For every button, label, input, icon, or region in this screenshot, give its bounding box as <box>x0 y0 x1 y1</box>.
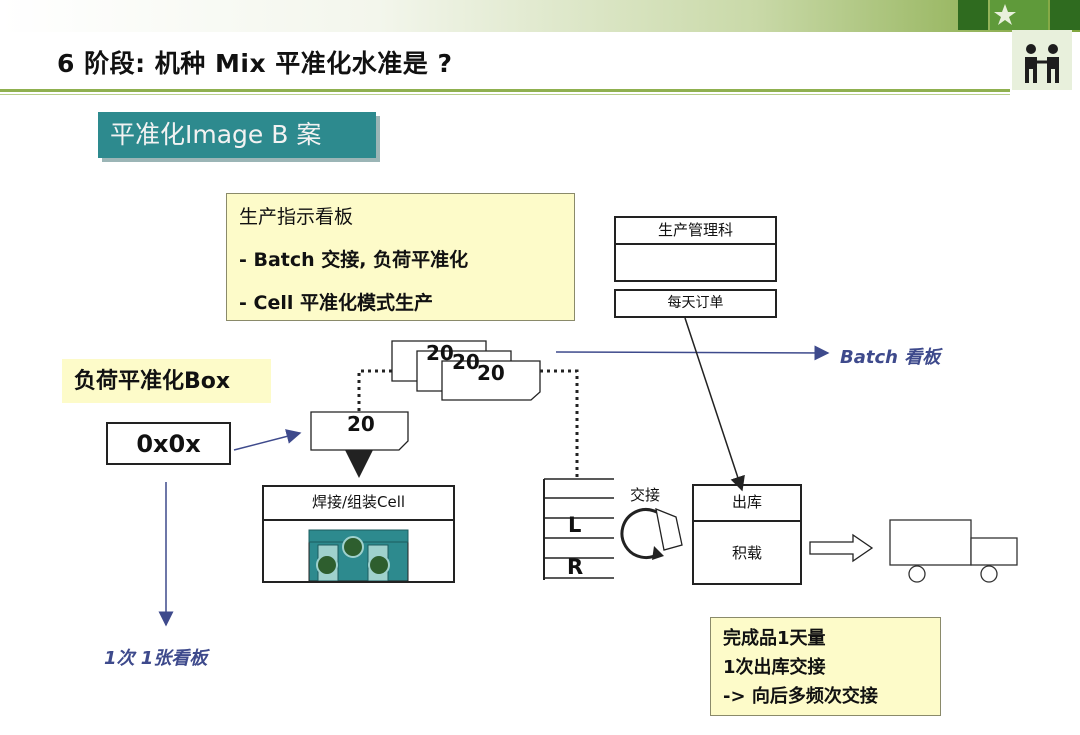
logo-square <box>958 0 988 30</box>
result-line-3: -> 向后多频次交接 <box>723 686 878 707</box>
shipping-title: 出库 <box>692 484 802 522</box>
production-control-box <box>614 216 777 282</box>
title-divider <box>0 89 1010 92</box>
load-leveling-label: 负荷平准化Box <box>62 359 271 403</box>
section-label: 平准化Image B 案 <box>98 112 376 158</box>
truck-icon <box>889 519 1018 583</box>
instruction-note: 生产指示看板 - Batch 交接, 负荷平准化 - Cell 平准化模式生产 <box>226 193 575 321</box>
batch-kanban-label: Batch 看板 <box>840 347 941 368</box>
page-title: 6 阶段: 机种 Mix 平准化水准是 ? <box>57 49 453 78</box>
box-to-card-arrow <box>233 429 302 451</box>
batch-kanban-card <box>441 360 541 401</box>
handshake-logo-icon <box>1012 30 1072 90</box>
exchange-cycle-icon <box>620 507 683 560</box>
load-leveling-value: 0x0x <box>106 422 231 465</box>
logo-square <box>1050 0 1080 30</box>
rack-left-label: L <box>568 513 582 537</box>
instruction-line-batch: - Batch 交接, 负荷平准化 <box>239 249 469 271</box>
header-gradient-band <box>0 0 1080 32</box>
exchange-label: 交接 <box>629 486 660 504</box>
instruction-line-cell: - Cell 平准化模式生产 <box>239 292 433 314</box>
parts-rack <box>543 478 614 580</box>
result-line-2: 1次出库交接 <box>723 657 826 678</box>
dotted-link-to-rack <box>540 369 579 478</box>
single-card-number: 20 <box>347 412 375 436</box>
cell-machine-icon <box>308 529 409 582</box>
star-logo-icon <box>994 4 1016 25</box>
production-control-title: 生产管理科 <box>614 216 777 245</box>
instruction-title: 生产指示看板 <box>239 206 354 228</box>
shipping-loading-label: 积载 <box>731 544 762 562</box>
frequency-label: 1次 1张看板 <box>104 648 208 669</box>
logo <box>958 0 1080 90</box>
batch-kanban-arrow <box>555 345 830 361</box>
batch-card-number: 20 <box>426 341 454 365</box>
daily-order-box: 每天订单 <box>614 289 777 318</box>
shipping-hollow-arrow <box>809 533 874 563</box>
result-line-1: 完成品1天量 <box>723 628 826 649</box>
single-kanban-card <box>310 411 409 451</box>
batch-card-number: 20 <box>477 361 505 385</box>
result-note: 完成品1天量 1次出库交接 -> 向后多频次交接 <box>710 617 941 716</box>
order-to-shipping-arrow <box>684 317 745 492</box>
assembly-cell-box <box>262 485 455 583</box>
title-divider-thin <box>0 94 1010 95</box>
shipping-box <box>692 484 802 585</box>
rack-right-label: R <box>567 555 584 579</box>
assembly-cell-title: 焊接/组装Cell <box>262 485 455 521</box>
batch-card-number: 20 <box>452 350 480 374</box>
